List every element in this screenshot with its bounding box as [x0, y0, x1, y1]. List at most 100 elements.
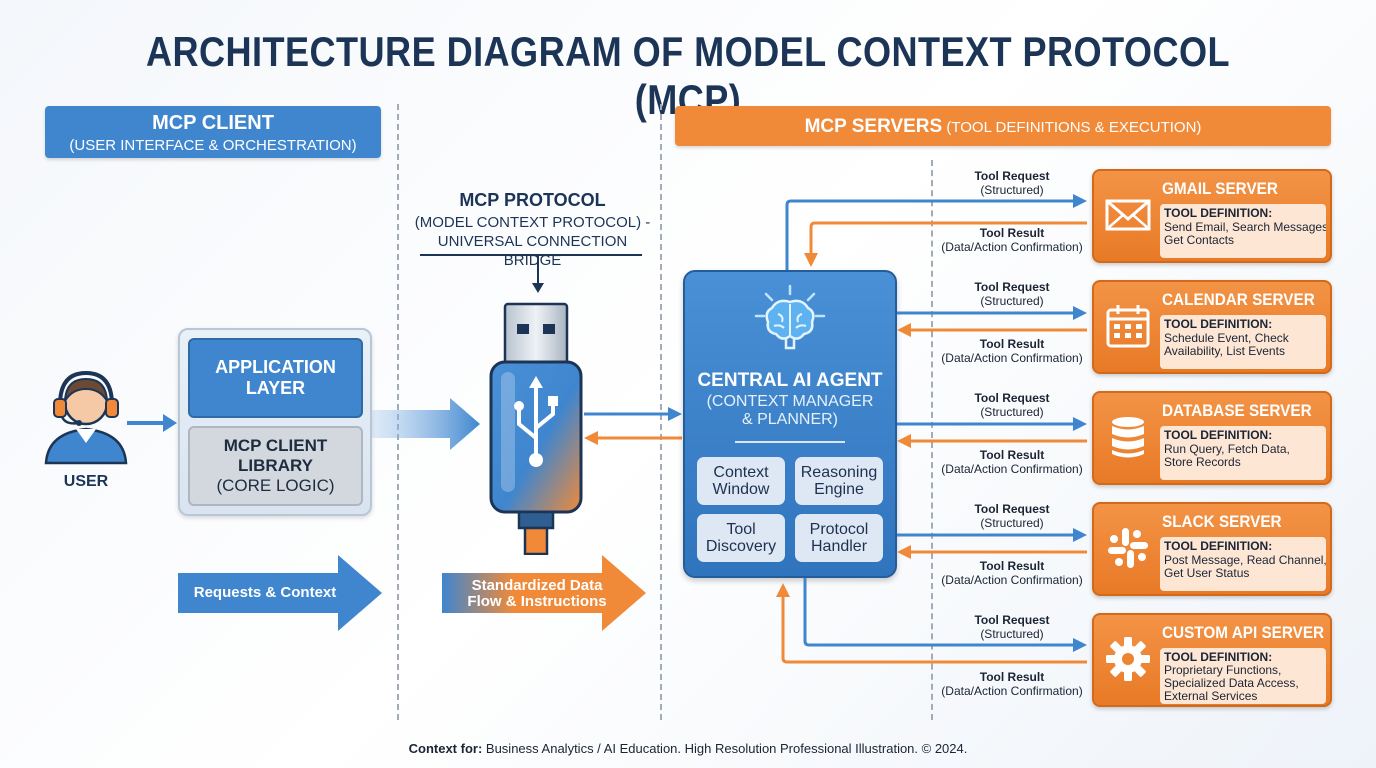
standardized-flow-label-1: Standardized Data [471, 577, 603, 594]
user-icon [44, 370, 128, 465]
tool-result-label: Tool Result (Data/Action Confirmation) [937, 559, 1087, 587]
tool-request-label: Tool Request (Structured) [937, 280, 1087, 308]
database-icon [1112, 417, 1144, 458]
tool-definition-heading: TOOL DEFINITION: [1164, 317, 1273, 331]
server-name: SLACK SERVER [1162, 512, 1282, 531]
module-context-window: Context Window [697, 457, 785, 505]
agent-subtitle: (CONTEXT MANAGER & PLANNER) [683, 393, 897, 429]
custom-api-server-box: CUSTOM API SERVER TOOL DEFINITION: Propr… [1092, 613, 1332, 707]
gmail-server-box: GMAIL SERVER TOOL DEFINITION: Send Email… [1092, 169, 1332, 263]
footer-text: Business Analytics / AI Education. High … [482, 741, 968, 756]
application-layer-label-1: APPLICATION [215, 357, 336, 377]
standardized-flow-label-2: Flow & Instructions [467, 593, 607, 610]
tool-definition-line: Get User Status [1164, 566, 1250, 580]
tool-definition-line: Run Query, Fetch Data, [1164, 441, 1290, 456]
brain-icon [754, 284, 826, 350]
standardized-flow-arrow [442, 555, 646, 631]
tool-definition-heading: TOOL DEFINITION: [1164, 428, 1273, 442]
server-name: DATABASE SERVER [1162, 401, 1312, 420]
tool-request-sub: (Structured) [980, 294, 1044, 308]
usb-connector-icon [489, 302, 583, 555]
tool-definition: TOOL DEFINITION: Send Email, Search Mess… [1160, 204, 1326, 258]
tool-request-text: Tool Request [974, 502, 1050, 516]
protocol-underline [420, 254, 642, 256]
library-label-2: LIBRARY [238, 456, 313, 475]
tool-definition: TOOL DEFINITION: Proprietary Functions, … [1160, 648, 1326, 704]
tool-request-label: Tool Request (Structured) [937, 502, 1087, 530]
tool-definition-heading: TOOL DEFINITION: [1164, 539, 1273, 553]
tool-definition-line: Availability, List Events [1164, 344, 1285, 358]
mcp-client-banner: MCP CLIENT (USER INTERFACE & ORCHESTRATI… [45, 106, 381, 158]
mcp-client-subtitle: (USER INTERFACE & ORCHESTRATION) [69, 137, 357, 154]
library-label-1: MCP CLIENT [223, 436, 328, 455]
protocol-subtitle-line-1: (MODEL CONTEXT PROTOCOL) - [414, 214, 651, 231]
tool-definition-line: External Services [1164, 689, 1258, 703]
tool-definition-line: Schedule Event, Check [1164, 330, 1289, 345]
mcp-servers-subtitle: (TOOL DEFINITIONS & EXECUTION) [942, 119, 1202, 136]
agent-subtitle-line-1: (CONTEXT MANAGER [706, 393, 874, 410]
requests-context-arrow [178, 555, 382, 631]
user-label: USER [63, 473, 109, 490]
protocol-down-arrow [532, 255, 544, 293]
protocol-agent-arrows [584, 407, 682, 445]
agent-divider [735, 441, 845, 443]
protocol-subtitle-line-2: UNIVERSAL CONNECTION BRIDGE [437, 233, 628, 269]
tool-result-text: Tool Result [979, 670, 1045, 684]
module-reasoning-engine: Reasoning Engine [795, 457, 883, 505]
user-to-client-arrow [127, 414, 177, 432]
tool-definition-line: Proprietary Functions, [1164, 663, 1282, 677]
tool-request-text: Tool Request [974, 280, 1050, 294]
tool-result-label: Tool Result (Data/Action Confirmation) [937, 448, 1087, 476]
tool-result-sub: (Data/Action Confirmation) [941, 684, 1083, 698]
footer-caption: Context for: Business Analytics / AI Edu… [0, 741, 1376, 756]
tool-definition-line: Store Records [1164, 455, 1241, 469]
tool-definition-line: Specialized Data Access, [1164, 676, 1299, 690]
slack-server-box: SLACK SERVER TOOL DEFINITION: Post Messa… [1092, 502, 1332, 596]
mail-icon [1105, 199, 1151, 231]
tool-result-text: Tool Result [979, 559, 1045, 573]
mcp-client-library-box: MCP CLIENT LIBRARY (CORE LOGIC) [188, 426, 363, 506]
server-name: GMAIL SERVER [1162, 179, 1278, 198]
tool-request-label: Tool Request (Structured) [937, 169, 1087, 197]
tool-request-text: Tool Request [974, 169, 1050, 183]
tool-request-label: Tool Request (Structured) [937, 391, 1087, 419]
module-tool-discovery: Tool Discovery [697, 514, 785, 562]
tool-result-text: Tool Result [979, 337, 1045, 351]
tool-result-text: Tool Result [979, 226, 1045, 240]
agent-subtitle-line-2: & PLANNER) [741, 411, 839, 428]
server-name: CALENDAR SERVER [1162, 290, 1315, 309]
tool-request-text: Tool Request [974, 391, 1050, 405]
protocol-subtitle: (MODEL CONTEXT PROTOCOL) - UNIVERSAL CON… [410, 213, 655, 270]
gear-icon [1106, 637, 1150, 681]
server-name: CUSTOM API SERVER [1162, 623, 1325, 642]
application-layer-label-2: LAYER [245, 378, 306, 398]
tool-result-label: Tool Result (Data/Action Confirmation) [937, 337, 1087, 365]
tool-request-label: Tool Request (Structured) [937, 613, 1087, 641]
tool-request-text: Tool Request [974, 613, 1050, 627]
calendar-server-box: CALENDAR SERVER TOOL DEFINITION: Schedul… [1092, 280, 1332, 374]
standardized-flow-label: Standardized Data Flow & Instructions [452, 578, 622, 610]
page-title: ARCHITECTURE DIAGRAM OF MODEL CONTEXT PR… [145, 28, 1230, 123]
requests-context-label: Requests & Context [193, 584, 337, 601]
calendar-icon [1106, 305, 1150, 348]
tool-result-sub: (Data/Action Confirmation) [941, 240, 1083, 254]
database-server-box: DATABASE SERVER TOOL DEFINITION: Run Que… [1092, 391, 1332, 485]
tool-result-sub: (Data/Action Confirmation) [941, 351, 1083, 365]
tool-request-sub: (Structured) [980, 405, 1044, 419]
module-protocol-handler: Protocol Handler [795, 514, 883, 562]
tool-request-sub: (Structured) [980, 516, 1044, 530]
agent-title: CENTRAL AI AGENT [697, 370, 883, 391]
tool-result-text: Tool Result [979, 448, 1045, 462]
tool-result-sub: (Data/Action Confirmation) [941, 462, 1083, 476]
tool-result-sub: (Data/Action Confirmation) [941, 573, 1083, 587]
protocol-title: MCP PROTOCOL [459, 190, 606, 210]
tool-request-sub: (Structured) [980, 627, 1044, 641]
mcp-client-title: MCP CLIENT [152, 112, 274, 134]
client-to-protocol-arrow [372, 398, 480, 450]
application-layer-box: APPLICATION LAYER [188, 338, 363, 418]
tool-definition-heading: TOOL DEFINITION: [1164, 650, 1273, 664]
tool-request-sub: (Structured) [980, 183, 1044, 197]
tool-definition: TOOL DEFINITION: Schedule Event, Check A… [1160, 315, 1326, 369]
tool-definition: TOOL DEFINITION: Post Message, Read Chan… [1160, 537, 1326, 591]
agent-server-connectors [776, 194, 1087, 664]
